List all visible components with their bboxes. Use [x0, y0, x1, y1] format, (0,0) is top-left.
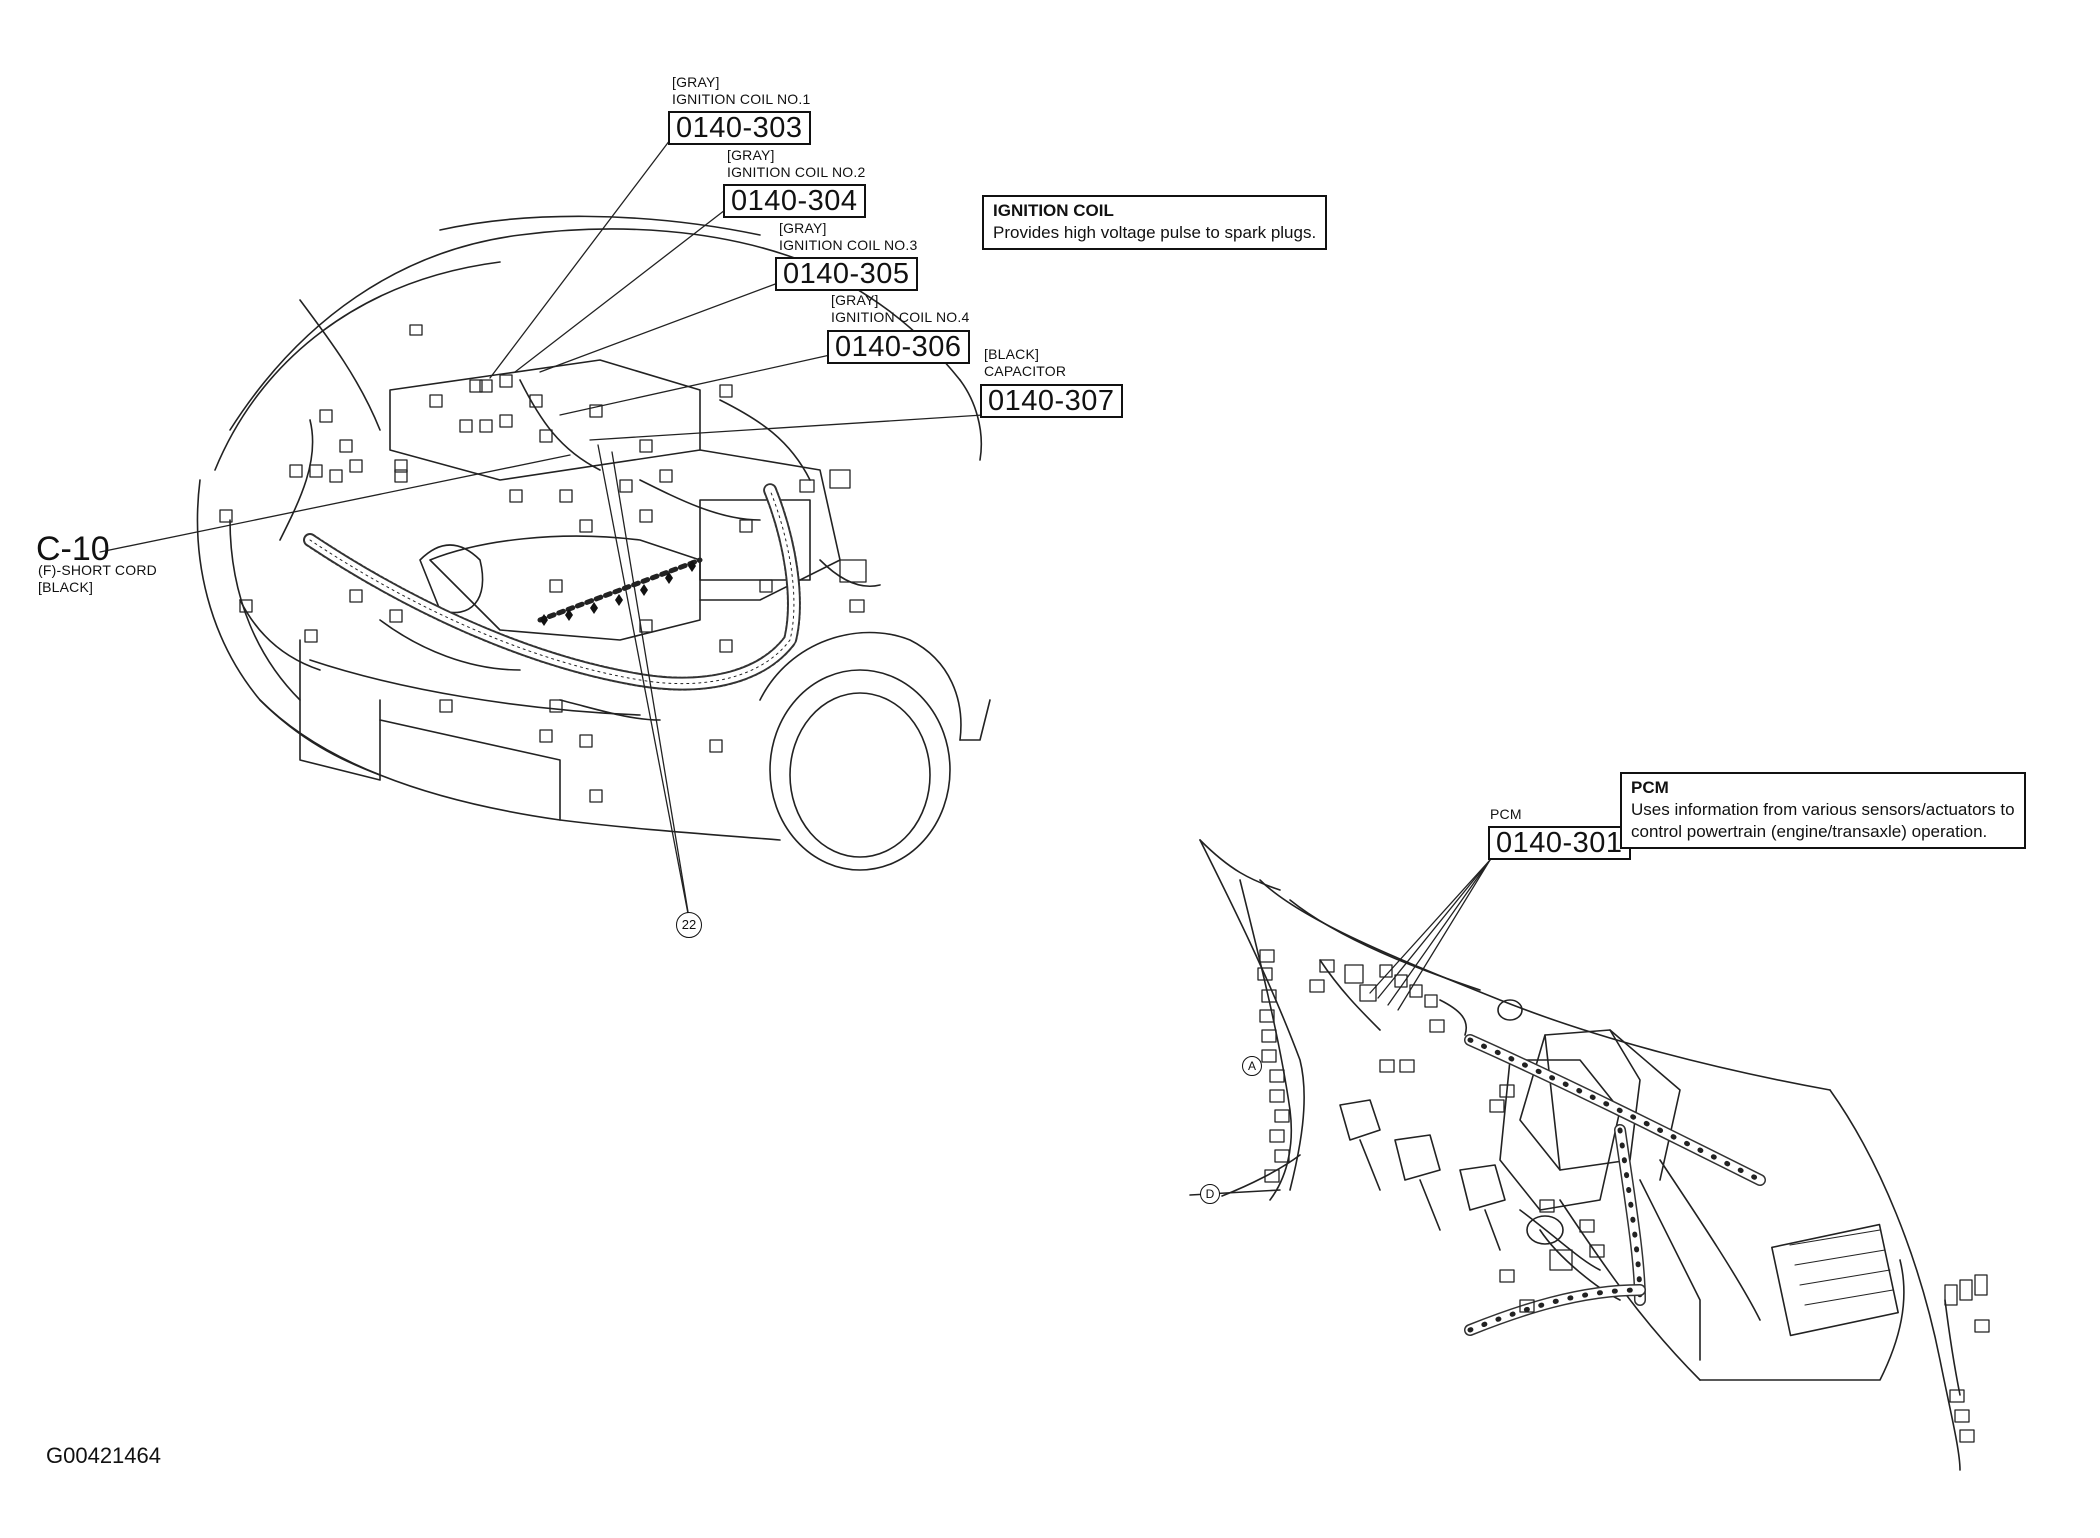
capacitor-name: CAPACITOR — [984, 363, 1067, 379]
pcm-info-line2: control powertrain (engine/transaxle) op… — [1631, 822, 1988, 841]
ignition-coil-info-title: IGNITION COIL — [993, 201, 1114, 220]
leader-lines-left — [99, 139, 984, 925]
connector-c10-desc: (F)-SHORT CORD — [38, 562, 157, 578]
coil4-name: IGNITION COIL NO.4 — [831, 309, 970, 325]
coil2-color: [GRAY] — [727, 147, 775, 163]
coil4-code-box[interactable]: 0140-306 — [827, 330, 970, 364]
capacitor-code-box[interactable]: 0140-307 — [980, 384, 1123, 418]
capacitor-color: [BLACK] — [984, 346, 1040, 362]
engine-bay-drawing — [196, 215, 991, 871]
pcm-info-line1: Uses information from various sensors/ac… — [1631, 800, 2015, 819]
pcm-info-title: PCM — [1631, 778, 1669, 797]
coil1-name: IGNITION COIL NO.1 — [672, 91, 811, 107]
pcm-info-box: PCM Uses information from various sensor… — [1620, 772, 2026, 849]
point-marker-d: D — [1200, 1184, 1220, 1204]
coil3-color: [GRAY] — [779, 220, 827, 236]
coil3-code-box[interactable]: 0140-305 — [775, 257, 918, 291]
ignition-coil-info-text: Provides high voltage pulse to spark plu… — [993, 223, 1317, 242]
pcm-name: PCM — [1490, 806, 1522, 822]
leader-lines-right — [1369, 859, 1491, 1011]
dashboard-drawing — [1189, 839, 1990, 1471]
coil1-color: [GRAY] — [672, 74, 720, 90]
coil2-code-box[interactable]: 0140-304 — [723, 184, 866, 218]
ground-marker-22: 22 — [676, 912, 702, 938]
pcm-code-box[interactable]: 0140-301 — [1488, 826, 1631, 860]
figure-id: G00421464 — [46, 1443, 161, 1468]
coil2-name: IGNITION COIL NO.2 — [727, 164, 866, 180]
point-marker-a: A — [1242, 1056, 1262, 1076]
coil3-name: IGNITION COIL NO.3 — [779, 237, 918, 253]
connector-c10-color: [BLACK] — [38, 579, 94, 595]
ignition-coil-info-box: IGNITION COIL Provides high voltage puls… — [982, 195, 1328, 250]
connector-c10-id: C-10 — [36, 530, 110, 568]
coil4-color: [GRAY] — [831, 292, 879, 308]
coil1-code-box[interactable]: 0140-303 — [668, 111, 811, 145]
